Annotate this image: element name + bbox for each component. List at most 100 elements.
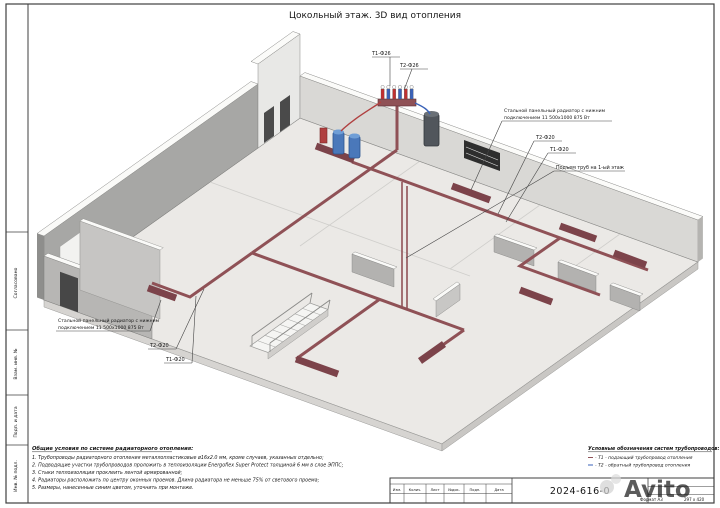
callout-radiator-right-line2: подключением 11 500х1000 875 Вт	[504, 115, 590, 121]
doc-number: 2024-616-0	[550, 486, 610, 497]
callout-t2-f20-left: Т2-Ф20	[148, 288, 205, 350]
note-item-1: 1. Трубопроводы радиаторного отопления м…	[32, 455, 324, 461]
pipe-branch-bottom-left	[295, 297, 381, 361]
watermark: Avito	[600, 474, 691, 503]
radiator-right-top	[450, 182, 492, 204]
radiator-right-mid	[558, 222, 598, 243]
tb-col-izm: Изм.	[393, 488, 401, 492]
note-item-4: 4. Радиаторы расположить по центру оконн…	[32, 478, 320, 484]
tb-col-podp: Подп.	[470, 488, 481, 492]
radiator-bottom-2	[417, 341, 447, 364]
drawing-frame	[5, 3, 715, 504]
wall-right	[299, 72, 704, 263]
pipe-branch-left-wing	[151, 251, 253, 299]
floor-slab	[43, 117, 699, 452]
callouts: Т1-Ф26 Т2-Ф26 Стальной панельный радиато…	[56, 51, 625, 364]
pipe-main-left	[251, 148, 398, 255]
title-block-text: Изм. Колич. Лист №док. Подп. Дата 2024-6…	[393, 486, 705, 502]
legend-title: Условные обозначения систем трубопроводо…	[588, 445, 719, 452]
frame-outer-border	[5, 3, 715, 504]
watermark-logo-circle-1	[600, 480, 614, 494]
callout-t2-f26: Т2-Ф26	[399, 63, 428, 91]
wall-back-left-top	[36, 81, 259, 237]
radiator-bottom-1	[294, 355, 340, 378]
tb-col-dok: №док.	[448, 488, 460, 492]
callout-t1-f26-label: Т1-Ф26	[371, 51, 391, 57]
stamp-inv: Инв. № подл.	[13, 460, 19, 492]
callout-t2-f20-right-label: Т2-Ф20	[535, 135, 555, 141]
tank-top	[424, 111, 439, 117]
pipe-supply-connection	[340, 101, 382, 132]
equipment	[319, 85, 440, 159]
callout-radiator-left-line1: Стальной панельный радиатор с нижним	[58, 317, 160, 324]
legend-item-t2: - Т2 - обратный трубопровод отопления	[595, 463, 691, 469]
alcove-door-1	[264, 106, 274, 143]
pipe-legend: Условные обозначения систем трубопроводо…	[588, 445, 719, 469]
pipe-main-center	[251, 251, 465, 332]
stairs-side-face	[267, 309, 329, 360]
watermark-logo-circle-2	[611, 474, 621, 484]
stamp-approved: Согласовано	[13, 267, 19, 298]
callout-radiator-left: Стальной панельный радиатор с нижним под…	[56, 299, 162, 332]
title-block	[389, 477, 715, 504]
wall-back-left-endcap	[37, 233, 44, 300]
tank	[423, 113, 440, 147]
stamp-podp: Подп. и дата	[13, 406, 19, 437]
callout-riser-label: Подъем труб на 1-ый этаж	[556, 164, 625, 171]
callout-t1-f20-left-label: Т1-Ф20	[165, 357, 185, 363]
pipe-back-run	[351, 160, 649, 272]
callout-t2-f26-label: Т2-Ф26	[399, 63, 419, 69]
wall-partition-left-top	[79, 218, 164, 251]
wall-alcove-top	[250, 31, 301, 65]
notes-title: Общие условия по системе радиаторного от…	[32, 445, 193, 452]
pump-2	[348, 135, 361, 159]
sheet-size: 297 х 420	[684, 497, 705, 502]
wall-partition-left	[79, 218, 164, 320]
manifold-gauges	[380, 85, 414, 89]
wall-alcove	[250, 31, 301, 149]
manifold-valves	[380, 88, 414, 100]
note-item-2: 2. Подводящие участки трубопроводов прол…	[32, 463, 344, 469]
callout-riser: Подъем труб на 1-ый этаж	[405, 164, 625, 259]
radiator-mid-right	[518, 286, 554, 306]
callout-t1-f20-right: Т1-Ф20	[505, 147, 576, 223]
pump-2-cap	[349, 133, 360, 139]
radiator-left-wing	[146, 284, 178, 302]
pipe-branch-right-rooms	[516, 236, 601, 297]
stairs-railing	[251, 292, 331, 352]
expansion-vessel	[319, 127, 328, 144]
heating-pipes	[151, 106, 649, 361]
radiator-right-low	[612, 249, 648, 269]
floor-slab-edge-right	[441, 261, 699, 452]
callout-t2-f20-left-label: Т2-Ф20	[149, 343, 169, 349]
radiators	[146, 142, 648, 378]
pipe-return-connection	[414, 102, 431, 115]
pump-1	[332, 131, 345, 155]
callout-radiator-right: Стальной панельный радиатор с нижним под…	[470, 107, 612, 191]
callout-radiator-right-line1: Стальной панельный радиатор с нижним	[504, 107, 606, 114]
stamp-vzam: Взам. инв. №	[13, 348, 19, 379]
wall-right-endcap	[698, 216, 703, 262]
page-title: Цокольный этаж. 3D вид отопления	[289, 11, 461, 21]
callout-t1-f20-right-label: Т1-Ф20	[549, 147, 569, 153]
legend-item-t1: - Т1 - подающий трубопровод отопления	[595, 455, 693, 461]
callout-t2-f20-right: Т2-Ф20	[497, 135, 562, 215]
frame-stamp-labels: Согласовано Взам. инв. № Подп. и дата Ин…	[13, 267, 19, 491]
note-item-3: 3. Стыки теплоизоляции проклеить лентой …	[32, 470, 183, 476]
manifold-bar	[377, 98, 417, 107]
note-item-5: 5. Размеры, нанесенные синим цветом, уто…	[32, 485, 194, 491]
tb-col-data: Дата	[494, 488, 503, 492]
sheet-format: Формат А3	[640, 497, 663, 502]
staircase	[249, 292, 331, 360]
callout-t1-f26: Т1-Ф26	[371, 51, 400, 86]
interior-stub-walls	[351, 233, 644, 318]
door-left-wing	[60, 271, 78, 313]
callout-t1-f20-left: Т1-Ф20	[164, 295, 197, 364]
alcove-door-2	[280, 95, 290, 132]
tb-col-list: Лист	[430, 488, 439, 492]
watermark-text: Avito	[624, 477, 691, 503]
callout-radiator-left-line2: подключением 11 500х1000 875 Вт	[58, 325, 144, 331]
general-notes: Общие условия по системе радиаторного от…	[32, 445, 344, 491]
